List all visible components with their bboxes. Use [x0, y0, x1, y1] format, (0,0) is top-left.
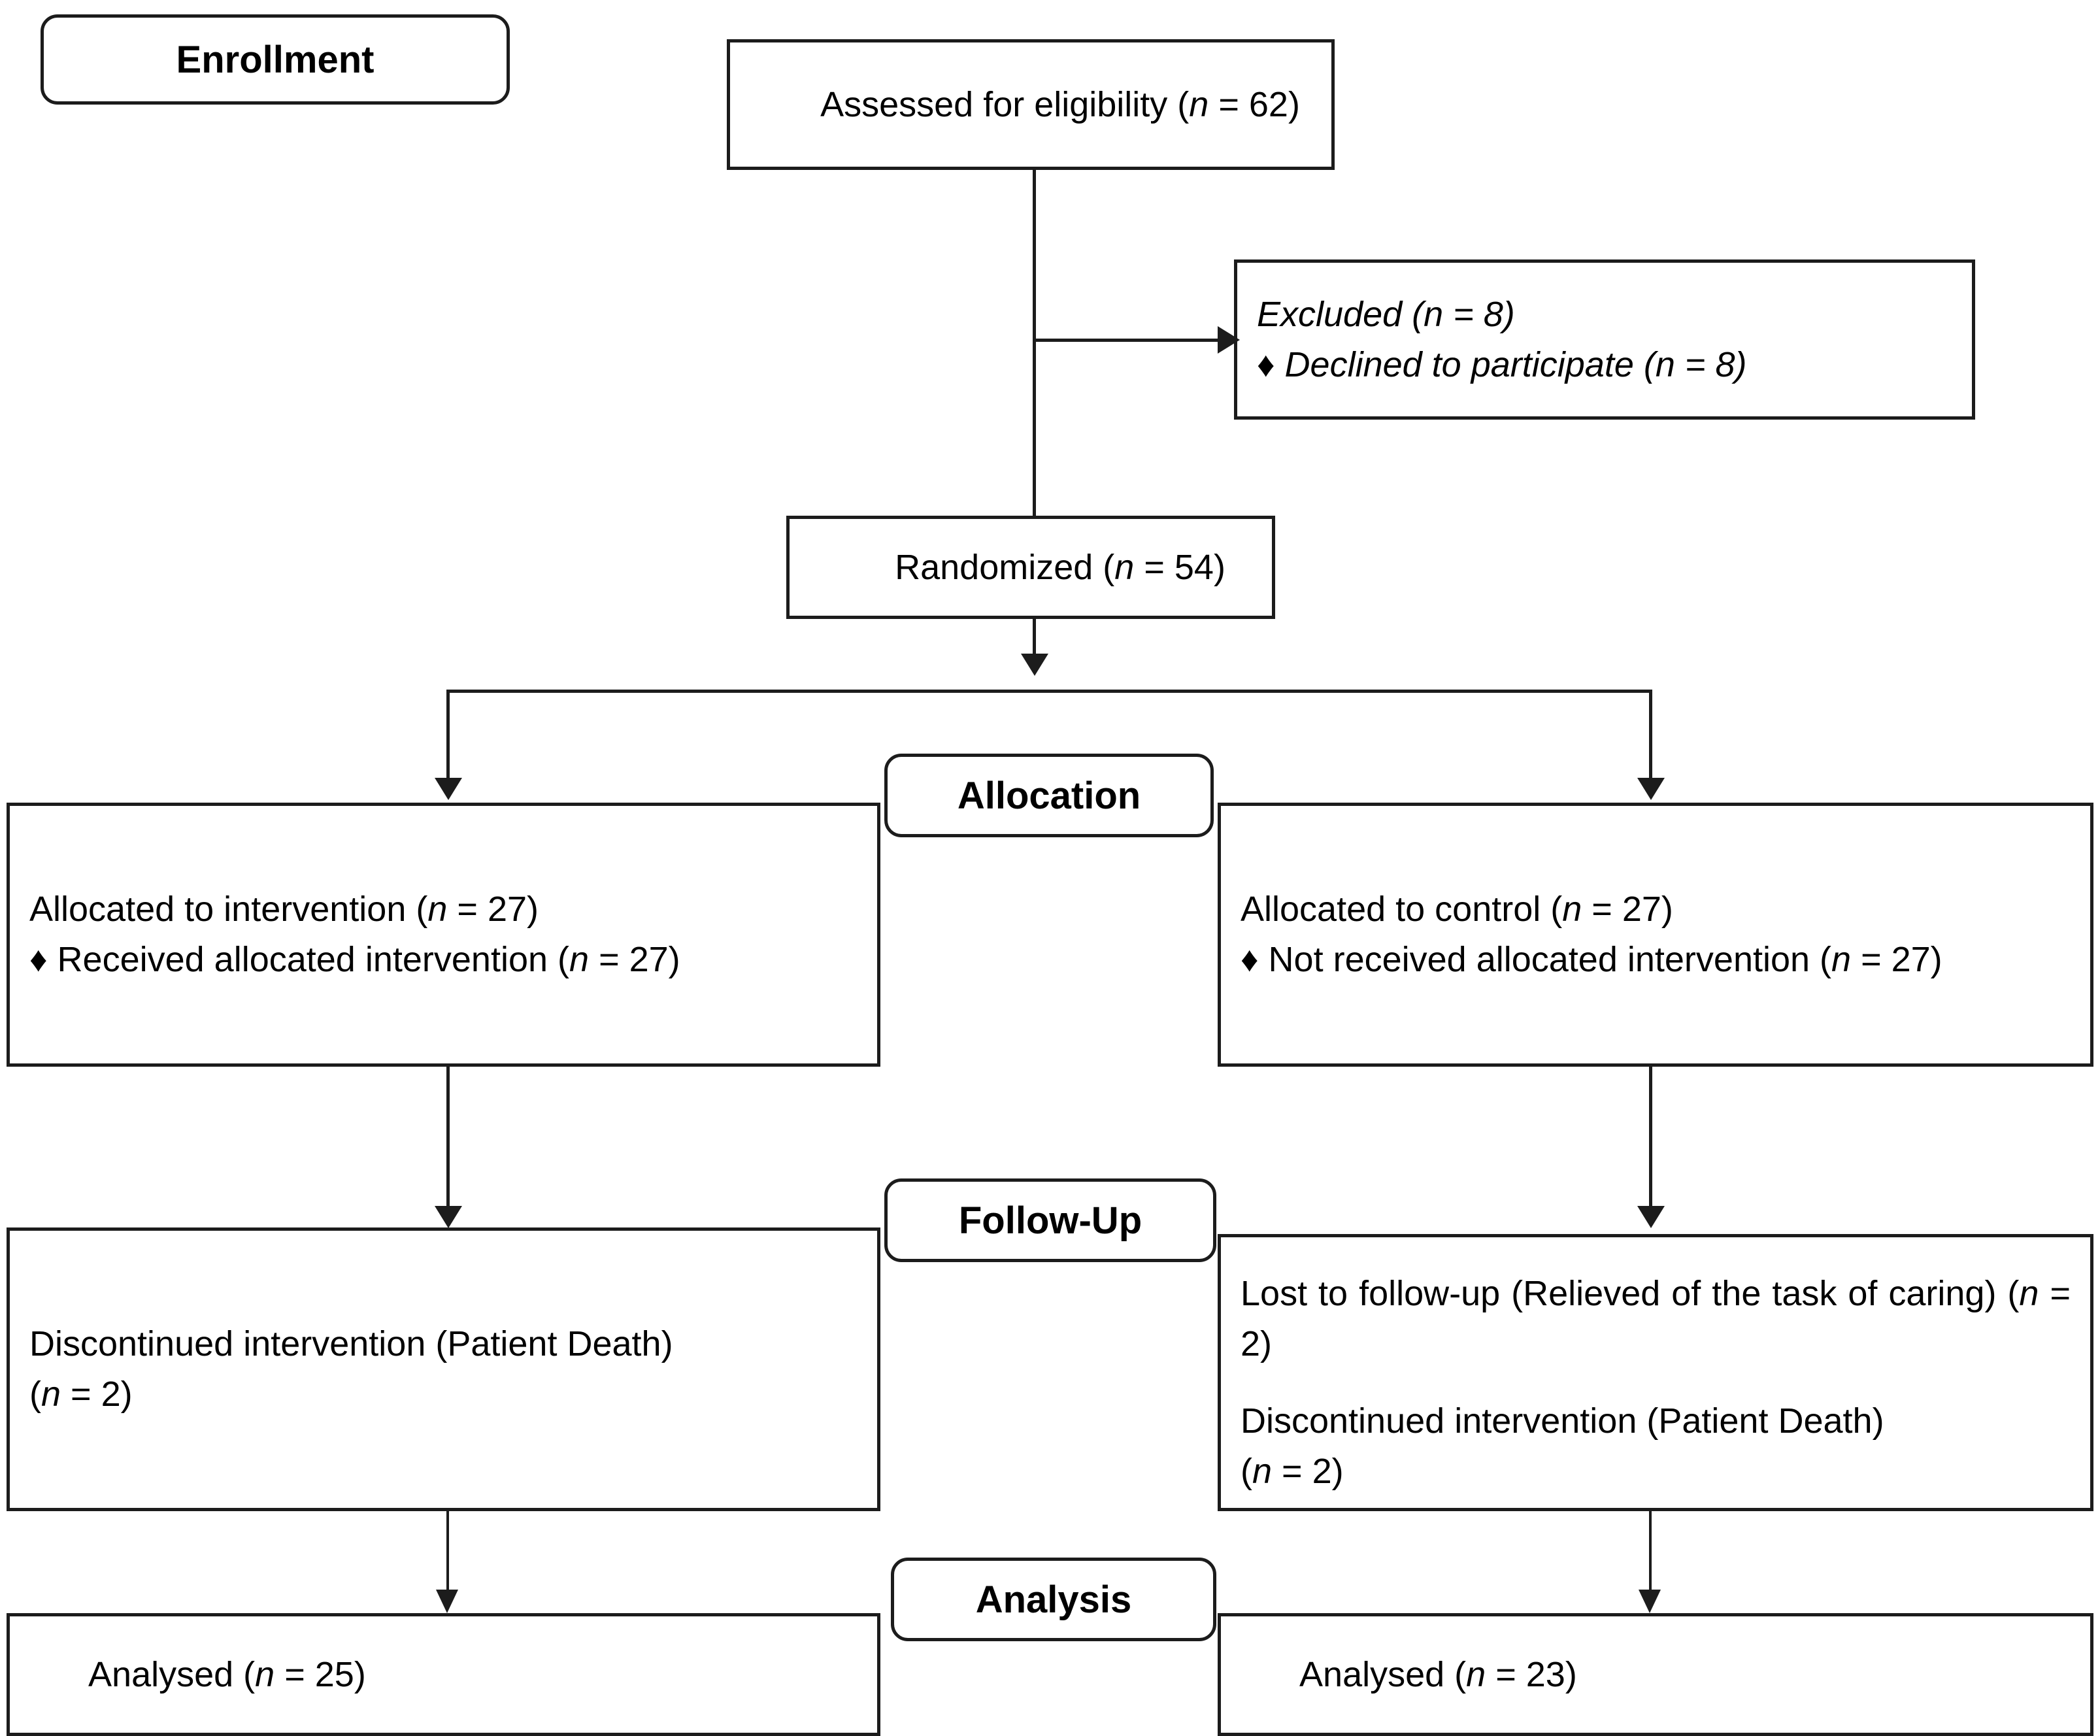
node-assessed-label-pre: Assessed for eligibility ( — [820, 84, 1190, 124]
connector-randomized-stem — [1033, 619, 1036, 656]
connector-split-to-right-allocation — [1649, 690, 1652, 791]
node-analysed-intervention-label: Analysed ( — [88, 1654, 256, 1694]
node-excluded-line-2: ♦ Declined to participate (n = 8) — [1257, 344, 1747, 384]
connector-split-to-left-allocation — [446, 690, 450, 791]
node-assessed-value: 62 — [1248, 84, 1288, 124]
node-assessed-label-post: = — [1208, 84, 1249, 124]
n-symbol: n — [255, 1654, 275, 1694]
node-followup-control: Lost to follow-up (Relieved of the task … — [1218, 1234, 2093, 1511]
node-followup-control-paragraph-2-line-1: Discontinued intervention (Patient Death… — [1241, 1401, 1884, 1441]
node-randomized: Randomized (n = 54) — [786, 516, 1275, 619]
connector-right-allocation-to-followup — [1649, 1067, 1652, 1212]
node-allocated-intervention-line-1: Allocated to intervention (n = 27) — [29, 890, 539, 929]
connector-allocation-split-bar — [446, 690, 1652, 693]
node-analysed-intervention-value: 25 — [314, 1654, 354, 1694]
arrow-down-icon-left-allocation — [435, 778, 462, 800]
node-analysed-intervention: Analysed (n = 25) — [7, 1613, 880, 1736]
node-analysed-control: Analysed (n = 23) — [1218, 1613, 2093, 1736]
connector-left-followup-to-analysis — [446, 1511, 449, 1608]
node-allocated-intervention: Allocated to intervention (n = 27) ♦ Rec… — [7, 803, 880, 1067]
connector-left-allocation-to-followup — [446, 1067, 450, 1212]
node-allocated-control-line-1: Allocated to control (n = 27) — [1241, 890, 1673, 929]
node-randomized-value: 54 — [1174, 547, 1214, 587]
node-analysed-control-eq: = — [1486, 1654, 1526, 1694]
stage-label-allocation: Allocation — [884, 754, 1214, 837]
node-excluded: Excluded (n = 8) ♦ Declined to participa… — [1234, 259, 1975, 420]
node-analysed-control-text: Analysed (n = 23) — [1221, 1599, 2090, 1736]
stage-label-followup: Follow-Up — [884, 1178, 1216, 1262]
arrow-down-icon-left-followup — [435, 1206, 462, 1228]
node-assessed-paren: ) — [1288, 84, 1300, 124]
node-analysed-control-paren: ) — [1565, 1654, 1577, 1694]
node-allocated-control-line-2: ♦ Not received allocated intervention (n… — [1241, 940, 1942, 979]
node-allocated-control: Allocated to control (n = 27) ♦ Not rece… — [1218, 803, 2093, 1067]
arrow-down-icon-left-analysis — [436, 1590, 458, 1613]
connector-assessed-to-excluded — [1033, 339, 1229, 342]
n-symbol: n — [1466, 1654, 1486, 1694]
connector-right-followup-to-analysis — [1649, 1511, 1652, 1608]
node-analysed-intervention-eq: = — [275, 1654, 315, 1694]
node-analysed-control-value: 23 — [1525, 1654, 1565, 1694]
stage-label-analysis-text: Analysis — [975, 1578, 1132, 1621]
node-followup-intervention-line-1: Discontinued intervention (Patient Death… — [29, 1324, 673, 1364]
node-randomized-label-pre: Randomized ( — [895, 547, 1115, 587]
stage-label-allocation-text: Allocation — [957, 774, 1141, 817]
node-assessed-text: Assessed for eligibility (n = 62) — [730, 29, 1331, 180]
node-followup-intervention: Discontinued intervention (Patient Death… — [7, 1227, 880, 1511]
node-analysed-control-label: Analysed ( — [1299, 1654, 1467, 1694]
stage-label-followup-text: Follow-Up — [958, 1199, 1142, 1242]
node-assessed-for-eligibility: Assessed for eligibility (n = 62) — [727, 39, 1335, 170]
node-followup-intervention-line-2: (n = 2) — [29, 1375, 133, 1414]
arrow-right-icon-to-excluded — [1218, 326, 1240, 354]
node-randomized-text: Randomized (n = 54) — [790, 492, 1272, 643]
node-analysed-intervention-paren: ) — [354, 1654, 366, 1694]
arrow-down-icon-randomized-stem — [1021, 654, 1048, 676]
n-symbol: n — [1114, 547, 1135, 587]
arrow-down-icon-right-analysis — [1639, 1590, 1661, 1613]
node-randomized-paren: ) — [1213, 547, 1225, 587]
stage-label-enrollment: Enrollment — [41, 14, 510, 105]
node-followup-control-paragraph-1: Lost to follow-up (Relieved of the task … — [1241, 1274, 2081, 1363]
stage-label-analysis: Analysis — [891, 1558, 1216, 1641]
arrow-down-icon-right-followup — [1637, 1206, 1665, 1228]
node-analysed-intervention-text: Analysed (n = 25) — [10, 1599, 877, 1736]
stage-label-enrollment-text: Enrollment — [176, 38, 375, 81]
node-randomized-label-mid: = — [1134, 547, 1175, 587]
node-excluded-line-1: Excluded (n = 8) — [1257, 294, 1515, 334]
arrow-down-icon-right-allocation — [1637, 778, 1665, 800]
node-followup-control-paragraph-2-line-2: (n = 2) — [1241, 1452, 1344, 1492]
connector-assessed-to-randomized — [1033, 170, 1036, 516]
n-symbol: n — [1189, 84, 1209, 124]
node-allocated-intervention-line-2: ♦ Received allocated intervention (n = 2… — [29, 940, 680, 979]
node-followup-control-spacer — [1221, 1369, 2090, 1396]
